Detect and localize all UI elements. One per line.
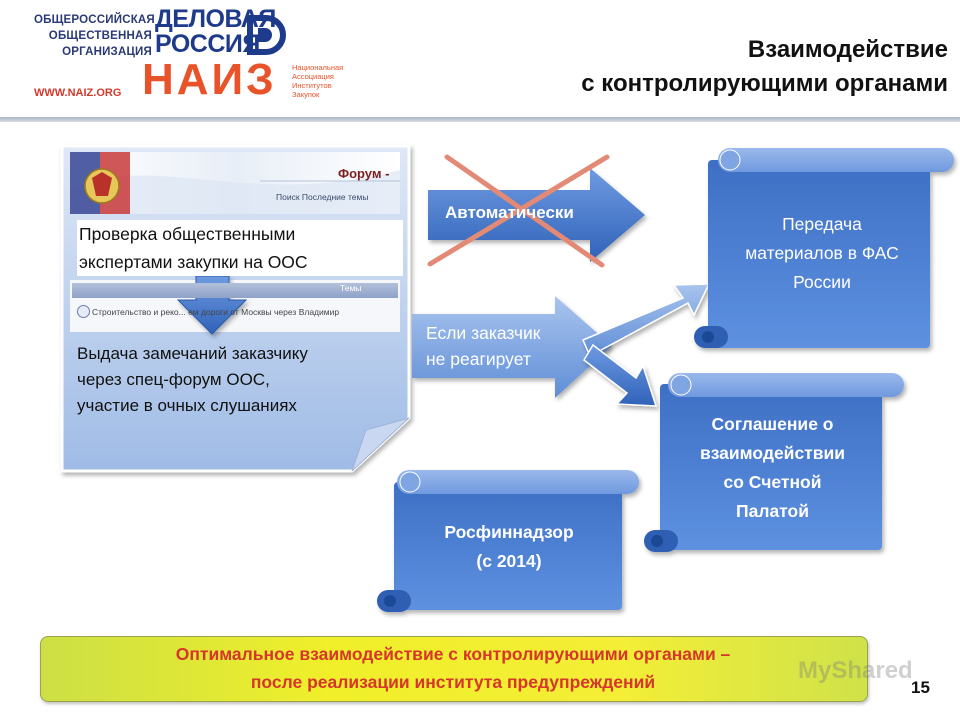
scroll-rosfin xyxy=(377,470,639,612)
org-name: ОБЩЕРОССИЙСКАЯ ОБЩЕСТВЕННАЯ ОРГАНИЗАЦИЯ xyxy=(34,12,155,60)
naiz-sub-1: Национальная xyxy=(292,63,344,72)
naiz-sub-4: Закупок xyxy=(292,90,320,99)
slide-title: Взаимодействие с контролирующими органам… xyxy=(581,33,948,101)
naiz-sub-3: Институтов xyxy=(292,81,332,90)
title-divider xyxy=(0,117,960,122)
forum-topic-row: Строительство и реко... ем дороги от Мос… xyxy=(92,307,340,317)
scroll-schet xyxy=(644,373,904,552)
schet-line-3: со Счетной xyxy=(723,472,822,492)
forum-bar xyxy=(72,283,398,298)
watermark: MyShared xyxy=(798,657,913,684)
note-body-line-1: Выдача замечаний заказчику xyxy=(77,344,308,363)
fas-line-2: материалов в ФАС xyxy=(745,243,899,263)
rosfin-line-1: Росфиннадзор xyxy=(444,522,574,542)
note-heading-line-2: экспертами закупки на ООС xyxy=(79,252,308,272)
arrow-react-line-1: Если заказчик xyxy=(426,323,541,343)
rosfin-label: Росфиннадзор (с 2014) xyxy=(400,518,618,576)
forum-nav: Поиск Последние темы xyxy=(276,192,369,202)
naiz-sub-2: Ассоциация xyxy=(292,72,334,81)
delovaya-rossiya-logo: ДЕЛОВАЯ РОССИЯ xyxy=(155,7,276,57)
note-body-line-2: через спец-форум ООС, xyxy=(77,370,270,389)
schet-line-2: взаимодействии xyxy=(699,443,846,463)
rosfin-line-2: (с 2014) xyxy=(476,551,542,571)
note-heading: Проверка общественными экспертами закупк… xyxy=(77,220,403,276)
fas-label: Передача материалов в ФАС России xyxy=(722,210,922,297)
forum-topic-icon xyxy=(77,305,90,318)
note-body-line-3: участие в очных слушаниях xyxy=(77,396,297,415)
schet-line-1: Соглашение о xyxy=(711,414,834,434)
note-heading-line-1: Проверка общественными xyxy=(79,224,296,244)
banner-line-1: Оптимальное взаимодействие с контролирую… xyxy=(175,644,731,664)
logo-d-icon xyxy=(247,15,286,55)
site-url: WWW.NAIZ.ORG xyxy=(34,87,122,99)
schet-line-4: Палатой xyxy=(736,501,809,521)
arrow-react-line-2: не реагирует xyxy=(426,349,531,369)
page-number: 15 xyxy=(911,678,930,697)
scroll-fas xyxy=(694,148,954,348)
org-line-2: ОБЩЕСТВЕННАЯ xyxy=(48,30,152,42)
naiz-subtitle: Национальная Ассоциация Институтов Закуп… xyxy=(292,63,343,99)
org-line-1: ОБЩЕРОССИЙСКАЯ xyxy=(34,14,155,26)
naiz-logo: НАИЗ xyxy=(142,55,277,104)
logo-line-2: РОССИЯ xyxy=(155,30,260,58)
arrow-auto-label: Автоматически xyxy=(445,203,574,222)
title-line-1: Взаимодействие xyxy=(747,36,948,63)
forum-bar-label: Темы xyxy=(340,283,362,293)
note-body: Выдача замечаний заказчику через спец-фо… xyxy=(77,341,387,419)
forum-title: Форум - xyxy=(338,166,390,181)
conclusion-banner xyxy=(40,636,868,702)
title-line-2: с контролирующими органами xyxy=(581,70,948,97)
org-line-3: ОРГАНИЗАЦИЯ xyxy=(62,46,152,58)
fas-line-3: России xyxy=(793,272,851,292)
fas-line-1: Передача xyxy=(782,214,862,234)
schet-label: Соглашение о взаимодействии со Счетной П… xyxy=(675,410,870,526)
banner-line-2: после реализации института предупреждени… xyxy=(250,672,656,692)
arrow-react-label: Если заказчик не реагирует xyxy=(426,320,540,372)
